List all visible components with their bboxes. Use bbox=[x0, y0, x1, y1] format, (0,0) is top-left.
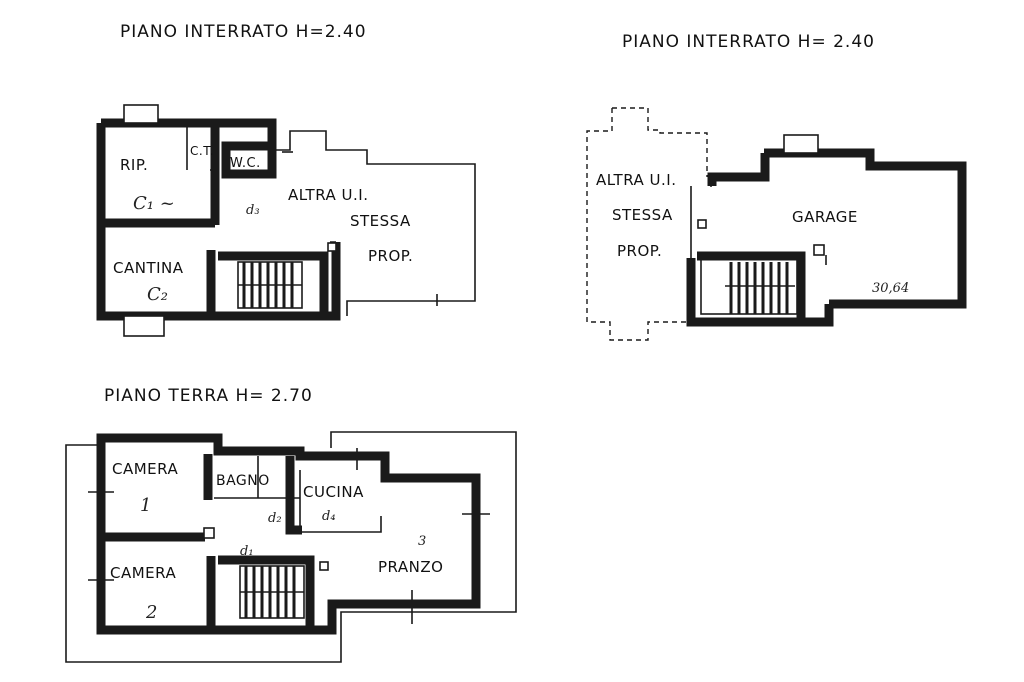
basement-left-door-mark bbox=[327, 242, 337, 252]
room-label-cucina: CUCINA bbox=[303, 483, 364, 501]
room-label-d3: d₃ bbox=[246, 203, 260, 218]
basement-right-adjacent-unit bbox=[586, 107, 708, 341]
room-label-rip: RIP. bbox=[120, 156, 148, 174]
ground-floor-thin-walls bbox=[214, 456, 382, 533]
ground-floor-stairs bbox=[239, 565, 305, 619]
room-label-camera-2: CAMERA bbox=[110, 564, 176, 582]
room-label-altra-r2: STESSA bbox=[612, 206, 673, 224]
room-label-bagno: BAGNO bbox=[216, 473, 270, 489]
room-label-3: 3 bbox=[418, 534, 426, 549]
basement-right-window-top bbox=[783, 134, 819, 154]
ground-floor-door-mark-2 bbox=[319, 561, 329, 571]
plan-title-basement-right: PIANO INTERRATO H= 2.40 bbox=[622, 32, 875, 52]
basement-left-plan: RIP. C₁ ~ C.T. W.C. d₃ CANTINA C₂ ALTRA … bbox=[96, 104, 476, 337]
room-label-altra-3: PROP. bbox=[368, 247, 413, 265]
plan-title-ground-floor: PIANO TERRA H= 2.70 bbox=[104, 386, 313, 406]
room-note-garage: 30,64 bbox=[872, 281, 909, 296]
basement-right-stairs bbox=[697, 251, 806, 322]
ground-floor-door-mark-1 bbox=[203, 527, 215, 539]
room-label-altra-2: STESSA bbox=[350, 212, 411, 230]
basement-left-window-top bbox=[123, 104, 159, 124]
room-label-altra-r3: PROP. bbox=[617, 242, 662, 260]
basement-left-inner-walls bbox=[101, 140, 277, 316]
basement-left-ct-partition bbox=[186, 123, 219, 171]
room-label-wc: W.C. bbox=[230, 156, 261, 171]
room-note-camera-2: 2 bbox=[145, 602, 157, 623]
ground-floor-walls bbox=[96, 433, 481, 635]
room-note-bagno: d₂ bbox=[268, 511, 282, 526]
basement-left-window-bottom bbox=[123, 315, 165, 337]
basement-left-stairs bbox=[237, 261, 303, 309]
basement-right-side-mark bbox=[697, 219, 707, 229]
room-label-altra-r1: ALTRA U.I. bbox=[596, 171, 677, 189]
room-label-ct: C.T. bbox=[190, 144, 214, 158]
room-label-d1: d₁ bbox=[240, 544, 254, 559]
room-label-camera-1: CAMERA bbox=[112, 460, 178, 478]
room-note-cucina: d₄ bbox=[322, 509, 336, 524]
room-label-cantina: CANTINA bbox=[113, 259, 184, 277]
basement-right-plan: ALTRA U.I. STESSA PROP. GARAGE 30,64 bbox=[586, 107, 967, 341]
basement-right-garage-thin bbox=[690, 185, 712, 258]
ground-floor-inner-walls bbox=[101, 454, 315, 630]
basement-right-door-mark bbox=[813, 244, 825, 256]
room-label-pranzo: PRANZO bbox=[378, 558, 443, 576]
room-label-altra-1: ALTRA U.I. bbox=[288, 186, 369, 204]
ground-floor-terrace-outline bbox=[65, 431, 517, 663]
room-note-cantina: C₂ bbox=[147, 284, 168, 305]
room-label-garage: GARAGE bbox=[792, 208, 858, 226]
ground-floor-plan: CAMERA 1 BAGNO d₂ CUCINA d₄ d₁ 3 CAMERA … bbox=[65, 431, 517, 663]
basement-left-adjacent-unit bbox=[272, 130, 476, 316]
basement-left-stair-walls bbox=[218, 251, 329, 316]
room-note-camera-1: 1 bbox=[140, 495, 151, 516]
ground-floor-window-marks bbox=[88, 448, 490, 624]
plan-title-basement-left: PIANO INTERRATO H=2.40 bbox=[120, 22, 367, 42]
room-note-rip: C₁ ~ bbox=[133, 193, 175, 214]
basement-right-garage-walls bbox=[686, 148, 967, 327]
